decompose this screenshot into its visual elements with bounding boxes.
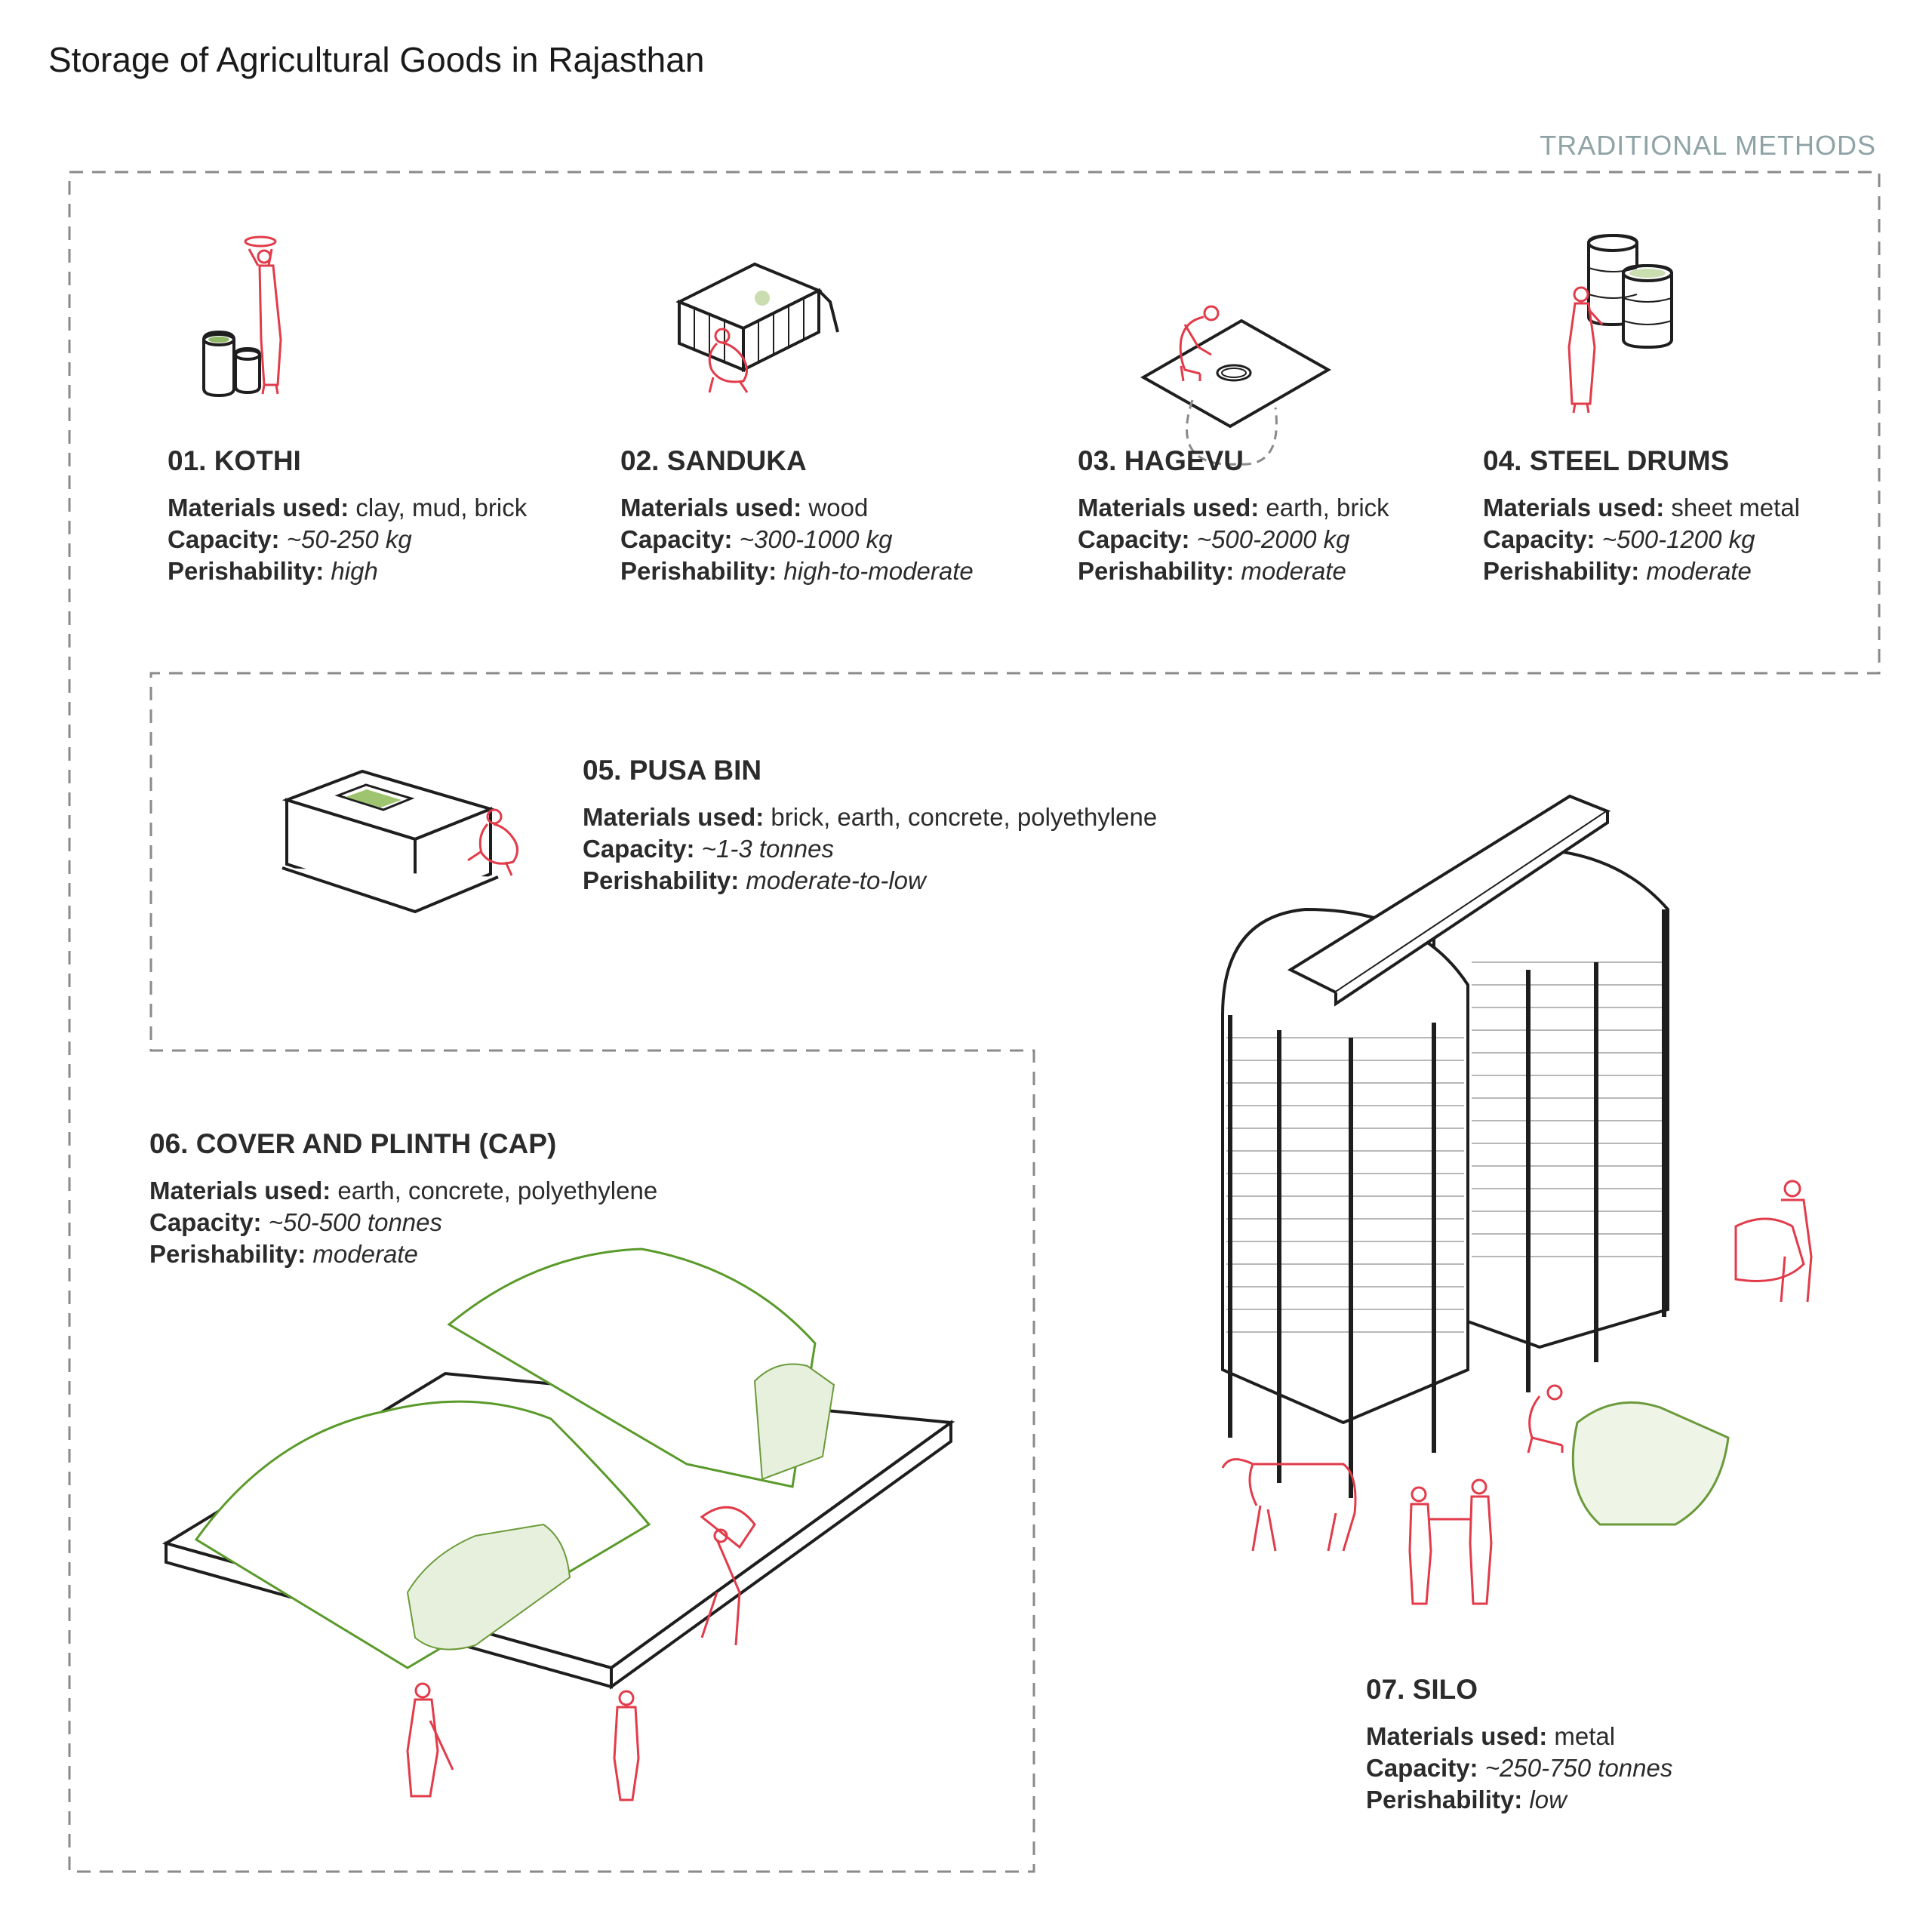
perishability-value: high-to-moderate [783, 557, 974, 585]
perishability-value: moderate-to-low [746, 866, 926, 894]
method-title: 03. HAGEVU [1078, 445, 1244, 476]
capacity-label: Capacity: [1366, 1754, 1478, 1782]
method-kothi: 01. KOTHI Materials used: clay, mud, bri… [168, 445, 527, 587]
perishability-value: moderate [312, 1240, 418, 1268]
kneeling-figure-icon [467, 808, 518, 876]
kothi-illustration [202, 235, 282, 398]
capacity-label: Capacity: [1483, 525, 1595, 553]
materials-value: clay, mud, brick [355, 494, 528, 521]
capacity-value: ~500-1200 kg [1601, 525, 1755, 553]
sanduka-illustration [675, 262, 839, 393]
materials-value: wood [808, 494, 869, 521]
materials-value: sheet metal [1671, 494, 1801, 521]
materials-value: earth, concrete, polyethylene [337, 1177, 658, 1204]
materials-label: Materials used: [149, 1177, 331, 1204]
perishability-label: Perishability: [620, 557, 777, 585]
perishability-value: low [1529, 1786, 1567, 1814]
method-steel-drums: 04. STEEL DRUMS Materials used: sheet me… [1483, 445, 1800, 587]
standing-woman-icon [1567, 286, 1604, 414]
method-pusa-bin: 05. PUSA BIN Materials used: brick, eart… [583, 755, 1157, 897]
hagevu-illustration [1140, 305, 1332, 466]
capacity-label: Capacity: [168, 525, 280, 553]
capacity-label: Capacity: [583, 835, 695, 863]
grain-sacks [406, 1363, 835, 1651]
bending-figure-icon [1179, 305, 1220, 382]
capacity-label: Capacity: [1078, 525, 1190, 553]
standing-man-icon [613, 1690, 640, 1801]
crouching-figure-icon [708, 328, 749, 393]
porter-with-sacks-icon [1734, 1180, 1813, 1303]
materials-label: Materials used: [620, 494, 802, 521]
perishability-label: Perishability: [168, 557, 325, 585]
materials-label: Materials used: [583, 803, 764, 831]
cow-icon [1221, 1458, 1357, 1552]
porter-figure-icon [700, 1506, 756, 1646]
perishability-value: high [331, 557, 378, 585]
materials-value: metal [1554, 1722, 1616, 1750]
perishability-label: Perishability: [1483, 557, 1640, 585]
section-label: TRADITIONAL METHODS [1540, 130, 1876, 161]
capacity-value: ~250-750 tonnes [1484, 1754, 1673, 1782]
capacity-value: ~300-1000 kg [739, 525, 893, 553]
sack-pile [1571, 1401, 1730, 1526]
capacity-value: ~50-500 tonnes [268, 1208, 443, 1236]
method-title: 07. SILO [1366, 1674, 1478, 1705]
method-title: 02. SANDUKA [620, 445, 807, 476]
perishability-value: moderate [1646, 557, 1752, 585]
materials-label: Materials used: [168, 494, 349, 521]
method-hagevu: 03. HAGEVU Materials used: earth, brick … [1078, 445, 1389, 587]
perishability-label: Perishability: [149, 1240, 306, 1268]
capacity-value: ~50-250 kg [286, 525, 412, 553]
grain-icon [208, 337, 229, 343]
pusa-bin-illustration [281, 770, 518, 914]
capacity-value: ~500-2000 kg [1196, 525, 1350, 553]
cap-illustration [162, 1247, 955, 1801]
steel-drums-illustration [1567, 234, 1673, 414]
materials-value: brick, earth, concrete, polyethylene [771, 803, 1158, 831]
trading-figures-icon [1408, 1478, 1493, 1605]
materials-label: Materials used: [1483, 494, 1665, 521]
method-cap: 06. COVER AND PLINTH (CAP) Materials use… [149, 1128, 657, 1270]
page-title: Storage of Agricultural Goods in Rajasth… [48, 40, 705, 79]
method-title: 06. COVER AND PLINTH (CAP) [149, 1128, 557, 1159]
materials-label: Materials used: [1366, 1722, 1548, 1750]
cover-sheet [194, 1247, 817, 1669]
capacity-value: ~1-3 tonnes [701, 835, 834, 863]
silo-illustration [1221, 794, 1813, 1605]
materials-value: earth, brick [1266, 494, 1389, 521]
capacity-label: Capacity: [149, 1208, 262, 1236]
perishability-label: Perishability: [1078, 557, 1235, 585]
perishability-value: moderate [1241, 557, 1346, 585]
method-title: 04. STEEL DRUMS [1483, 445, 1730, 476]
woman-with-broom-icon [406, 1682, 454, 1798]
method-title: 01. KOTHI [168, 445, 301, 476]
materials-label: Materials used: [1078, 494, 1260, 521]
capacity-label: Capacity: [620, 525, 733, 553]
perishability-label: Perishability: [583, 866, 740, 894]
method-silo: 07. SILO Materials used: metal Capacity:… [1366, 1674, 1672, 1816]
woman-figure-icon [244, 235, 282, 395]
worker-bending-icon [1527, 1384, 1564, 1454]
perishability-label: Perishability: [1366, 1786, 1523, 1814]
method-sanduka: 02. SANDUKA Materials used: wood Capacit… [620, 445, 974, 587]
method-title: 05. PUSA BIN [583, 755, 762, 786]
